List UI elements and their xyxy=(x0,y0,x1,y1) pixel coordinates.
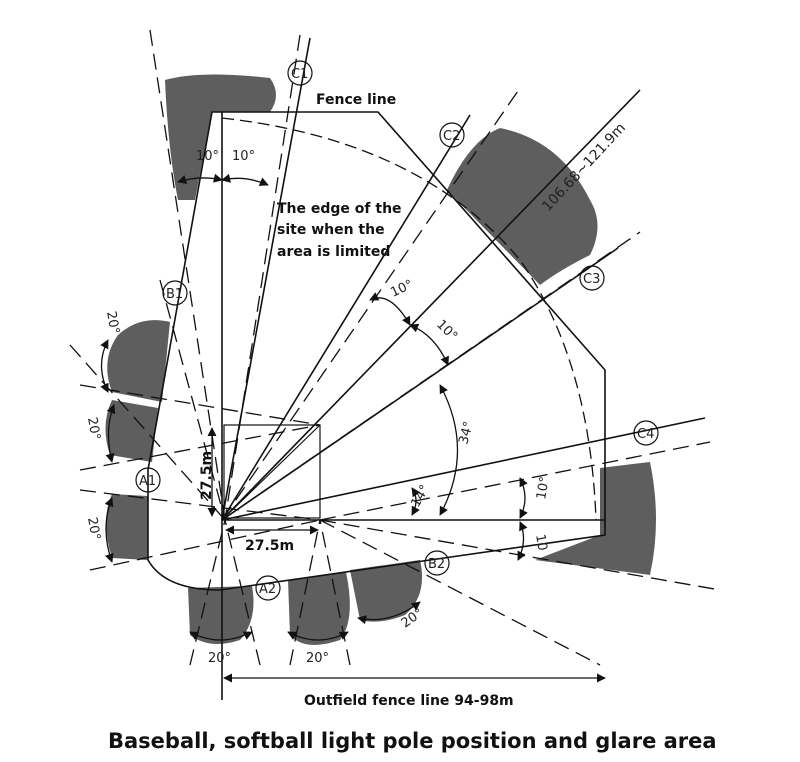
site-edge-label-2: site when the xyxy=(277,222,385,238)
glare-area-c4 xyxy=(535,462,656,575)
glare-area-left-mid xyxy=(105,400,158,462)
angle-label-top-left: 10° xyxy=(196,149,219,164)
angle-label-bottom-mid: 20° xyxy=(306,651,329,666)
glare-area-c2 xyxy=(447,128,598,285)
pole-label-c3: C3 xyxy=(583,272,600,287)
dim-vertical-label: 27.5m xyxy=(199,451,215,500)
angle-label-c2-right: 10° xyxy=(433,317,460,344)
glare-area-top xyxy=(165,74,276,200)
angle-label-c2-left: 10° xyxy=(388,277,415,300)
pole-label-b2: B2 xyxy=(428,557,445,572)
angle-arcs xyxy=(100,173,528,641)
glare-area-bottom-left xyxy=(188,586,254,644)
angle-label-c4-down: 10 xyxy=(532,533,550,552)
pole-label-c1: C1 xyxy=(291,67,308,82)
glare-areas xyxy=(105,74,656,645)
angle-label-top-right: 10° xyxy=(232,149,255,164)
pole-labels: C1 C2 C3 C4 B1 B2 A1 A2 xyxy=(139,67,654,597)
fence-line-label: Fence line xyxy=(316,92,396,108)
pole-label-b1: B1 xyxy=(166,287,183,302)
angle-label-c4-up: 10° xyxy=(534,475,553,500)
angle-label-34: 34° xyxy=(456,420,476,446)
caption: Baseball, softball light pole position a… xyxy=(108,729,717,753)
site-edge-label-1: The edge of the xyxy=(277,201,402,217)
pole-label-a2: A2 xyxy=(259,582,276,597)
angle-label-bottom-left: 20° xyxy=(208,651,231,666)
glare-area-b1 xyxy=(107,320,170,402)
pole-label-a1: A1 xyxy=(139,474,156,489)
fence-outline xyxy=(147,111,606,591)
angle-label-left-mid: 20° xyxy=(84,416,103,441)
glare-area-bottom-mid xyxy=(288,572,350,645)
angle-label-left-low: 20° xyxy=(84,516,103,541)
pole-label-c4: C4 xyxy=(637,427,654,442)
infield-square xyxy=(223,424,321,519)
site-edge-arc xyxy=(221,117,597,521)
dim-horizontal-label: 27.5m xyxy=(245,538,294,554)
site-edge-label-3: area is limited xyxy=(277,244,390,260)
aiming-lines xyxy=(221,37,706,521)
pole-markers xyxy=(135,60,659,601)
outfield-fence-label: Outfield fence line 94-98m xyxy=(304,693,514,709)
glare-area-left-low xyxy=(106,494,148,560)
angle-label-b1: 20° xyxy=(103,310,122,335)
angle-label-14: 14° xyxy=(408,483,433,510)
pole-label-c2: C2 xyxy=(443,129,460,144)
